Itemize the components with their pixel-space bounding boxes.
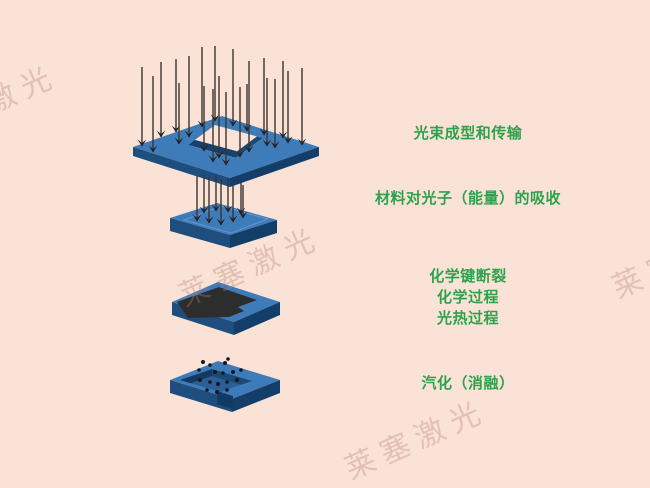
laser-beams-upper bbox=[137, 46, 307, 166]
cavity-front-notch bbox=[217, 391, 233, 409]
laser-ablation-diagram bbox=[133, 46, 319, 412]
ejected-particles bbox=[197, 357, 243, 394]
label-chemical-process: 化学过程 bbox=[436, 288, 499, 306]
label-vaporization: 汽化（消融） bbox=[421, 374, 515, 392]
label-reaction-group: 化学键断裂 化学过程 光热过程 bbox=[352, 266, 584, 329]
label-beam-shaping: 光束成型和传输 bbox=[413, 124, 523, 142]
laser-beams-through-hole bbox=[192, 175, 248, 226]
substrate-plate bbox=[170, 203, 277, 248]
modified-layer-plate bbox=[172, 282, 280, 335]
canvas: 光束成型和传输 材料对光子（能量）的吸收 化学键断裂 化学过程 光热过程 汽化（… bbox=[0, 46, 650, 487]
ablated-plate bbox=[170, 357, 280, 412]
label-bond-breaking: 化学键断裂 bbox=[429, 267, 507, 285]
label-photon-absorption: 材料对光子（能量）的吸收 bbox=[374, 189, 561, 207]
modified-region bbox=[177, 287, 257, 318]
label-photothermal-process: 光热过程 bbox=[436, 309, 499, 327]
